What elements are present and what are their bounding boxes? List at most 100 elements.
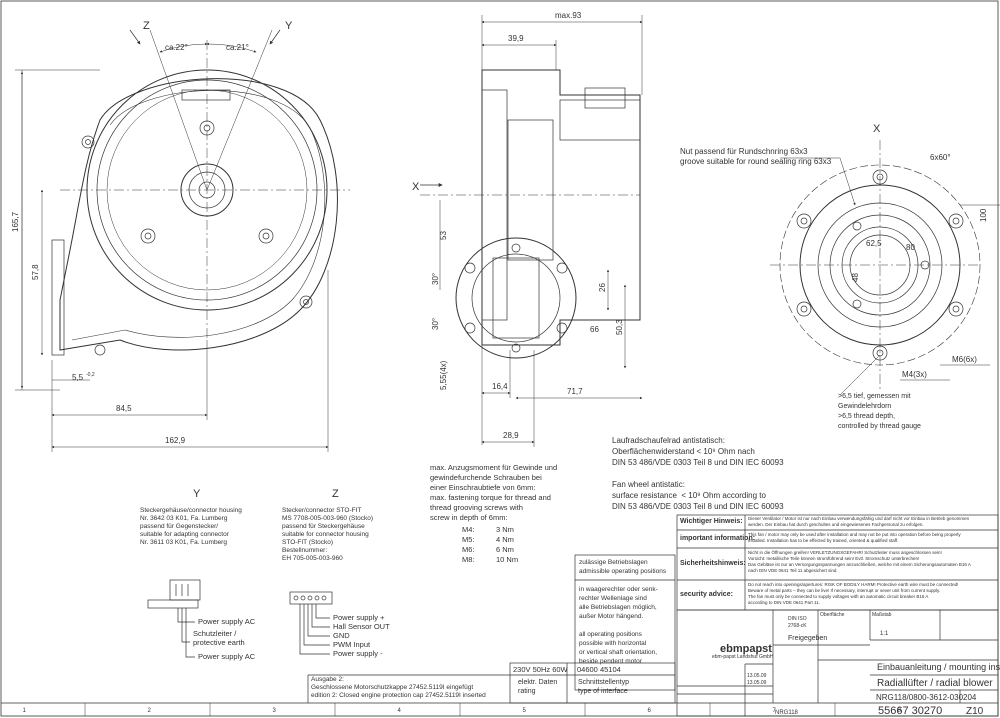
- dim-26-label: 26: [598, 283, 607, 292]
- border-zone-number: 3: [273, 708, 277, 714]
- z-pin-5: Power supply -: [333, 649, 383, 658]
- dim-555-label: 5,55(4x): [439, 360, 448, 390]
- torque-size: M8:: [462, 555, 475, 564]
- dim-1629-label: 162,9: [165, 436, 186, 445]
- groove-note-en: groove suitable for round sealing ring 6…: [680, 157, 832, 166]
- dim-503-label: 50,3: [615, 319, 624, 335]
- detail-m4-label: M4(3x): [902, 370, 927, 379]
- surface-label: Oberfläche: [820, 612, 845, 618]
- detail-angle-label: 6x60°: [930, 153, 951, 162]
- dim-height-label: 165,7: [11, 211, 20, 232]
- antistatic-note: Laufradschaufelrad antistatisch: Oberflä…: [612, 436, 784, 511]
- angle-right-label: ca.21°: [226, 43, 249, 52]
- torque-table: M4: 3 Nm M5:4 Nm M6: 6 Nm M8: 10 Nm: [462, 525, 518, 565]
- front-view: [15, 29, 350, 452]
- torque-size: M6:: [462, 545, 475, 554]
- torque-intro-note: max. Anzugsmoment für Gewinde und gewind…: [430, 463, 558, 522]
- company-logo: ebmpapst: [720, 643, 772, 655]
- release-stamp: Freigegeben: [788, 635, 827, 642]
- thread-depth-note: >6,5 tief, gemessen mit Gewindelehrdorn …: [838, 393, 921, 430]
- tolerance-standard: DIN ISO 2768-cK: [788, 616, 807, 629]
- torque-row: M8: 10 Nm: [462, 555, 518, 565]
- warning-h3: Sicherheitshinweis:: [680, 560, 746, 567]
- torque-size: M4:: [462, 525, 475, 534]
- warning-t4: Do not reach into openings/apertures: RI…: [748, 582, 959, 605]
- title-en: Radiallüfter / radial blower: [877, 678, 993, 689]
- side-view: [420, 15, 643, 447]
- scale-label: Maßstab: [872, 612, 892, 618]
- torque-value: 6 Nm: [496, 545, 514, 554]
- warning-t2: This fan / motor may only be used after …: [748, 532, 961, 543]
- warning-h4: security advice:: [680, 591, 733, 598]
- product-name: NRG118: [775, 710, 799, 716]
- border-zone-number: 7: [773, 708, 777, 714]
- rating-value: 230V 50Hz 60W: [513, 665, 568, 674]
- dim-289-label: 28,9: [503, 431, 519, 440]
- torque-value: 3 Nm: [496, 525, 514, 534]
- z-pin-1: Power supply +: [333, 613, 385, 622]
- view-y-label: Y: [285, 20, 293, 32]
- dim-max93-label: max.93: [555, 11, 582, 20]
- dim-66-label: 66: [590, 325, 599, 334]
- dim-57-label: 57,8: [31, 264, 40, 280]
- dim-30a-label: 30°: [431, 273, 440, 285]
- z-pin-2: Hall Sensor OUT: [333, 622, 390, 631]
- interface-value: 04600 45104: [577, 665, 621, 674]
- dim-845-label: 84,5: [116, 404, 132, 413]
- torque-value: 4 Nm: [496, 535, 514, 544]
- revision: Z10: [966, 706, 984, 717]
- detail-x-view: [770, 140, 1000, 396]
- rating-label: elektr. Daten rating: [518, 679, 558, 695]
- z-pin-3: GND: [333, 631, 350, 640]
- connector-y-title: Y: [193, 488, 201, 500]
- torque-row: M4: 3 Nm: [462, 525, 518, 535]
- dim-399-label: 39,9: [508, 34, 524, 43]
- torque-value: 10 Nm: [496, 555, 519, 564]
- border-zone-number: 1: [23, 708, 27, 714]
- warning-t3: Nicht in die Öffnungen greifen! VERLETZU…: [748, 550, 971, 573]
- view-z-label: Z: [143, 20, 150, 32]
- drawing-number: 55667 30270: [878, 705, 942, 717]
- warning-t1: Dieser Ventilator / Motor ist nur nach E…: [748, 516, 970, 527]
- detail-m6-label: M6(6x): [952, 355, 977, 364]
- border-zone-number: 4: [398, 708, 402, 714]
- detail-d100-label: 100: [979, 208, 988, 222]
- operating-positions-note: zulässige Betriebslagen admissible opera…: [579, 559, 667, 665]
- detail-d80-label: 80: [906, 243, 915, 252]
- dim-55-label: 5,5: [72, 373, 84, 382]
- view-x-arrow-label: X: [412, 181, 420, 193]
- connector-y-drawing: [147, 579, 201, 658]
- company-sub: ebm-papst Landshut GmbH: [712, 654, 774, 660]
- z-pin-4: PWM Input: [333, 640, 371, 649]
- torque-row: M6: 6 Nm: [462, 545, 518, 555]
- groove-note-de: Nut passend für Rundschnring 63x3: [680, 147, 808, 156]
- border-zone-number: 6: [648, 708, 652, 714]
- dim-55-tol-label: -0,2: [86, 372, 95, 378]
- y-pin-2: Schutzleiter / protective earth: [193, 629, 245, 647]
- detail-d48-label: 48: [851, 273, 860, 282]
- detail-x-title: X: [873, 123, 881, 135]
- scale-value: 1:1: [880, 631, 889, 637]
- border-zone-number: 2: [148, 708, 152, 714]
- connector-y-note: Steckergehäuse/connector housing Nr. 364…: [140, 507, 242, 546]
- border-zone-number: 5: [523, 708, 527, 714]
- date-2: 13.05.09: [747, 680, 767, 686]
- connector-z-note: Stecker/connector STO-FIT MS 7708-005-00…: [282, 507, 374, 562]
- interface-label: Schnittstellentyp type of interface: [578, 679, 629, 695]
- connector-z-drawing: [289, 591, 333, 655]
- angle-left-label: ca.22°: [165, 43, 188, 52]
- title-de: Einbauanleitung / mounting instruction: [877, 662, 1000, 672]
- dim-53-label: 53: [439, 231, 448, 240]
- warning-h2: important information:: [680, 535, 756, 542]
- detail-d625-label: 62,5: [866, 239, 882, 248]
- part-code: NRG118/0800-3612-030204: [876, 693, 977, 702]
- y-pin-1: Power supply AC: [198, 617, 256, 626]
- connector-z-title: Z: [332, 488, 339, 500]
- issue-note: Ausgabe 2: Geschlossene Motorschutzkappe…: [311, 676, 486, 699]
- torque-row: M5:4 Nm: [462, 535, 518, 545]
- dim-30b-label: 30°: [431, 318, 440, 330]
- warning-h1: Wichtiger Hinweis:: [680, 518, 743, 525]
- dim-717-label: 71,7: [567, 387, 583, 396]
